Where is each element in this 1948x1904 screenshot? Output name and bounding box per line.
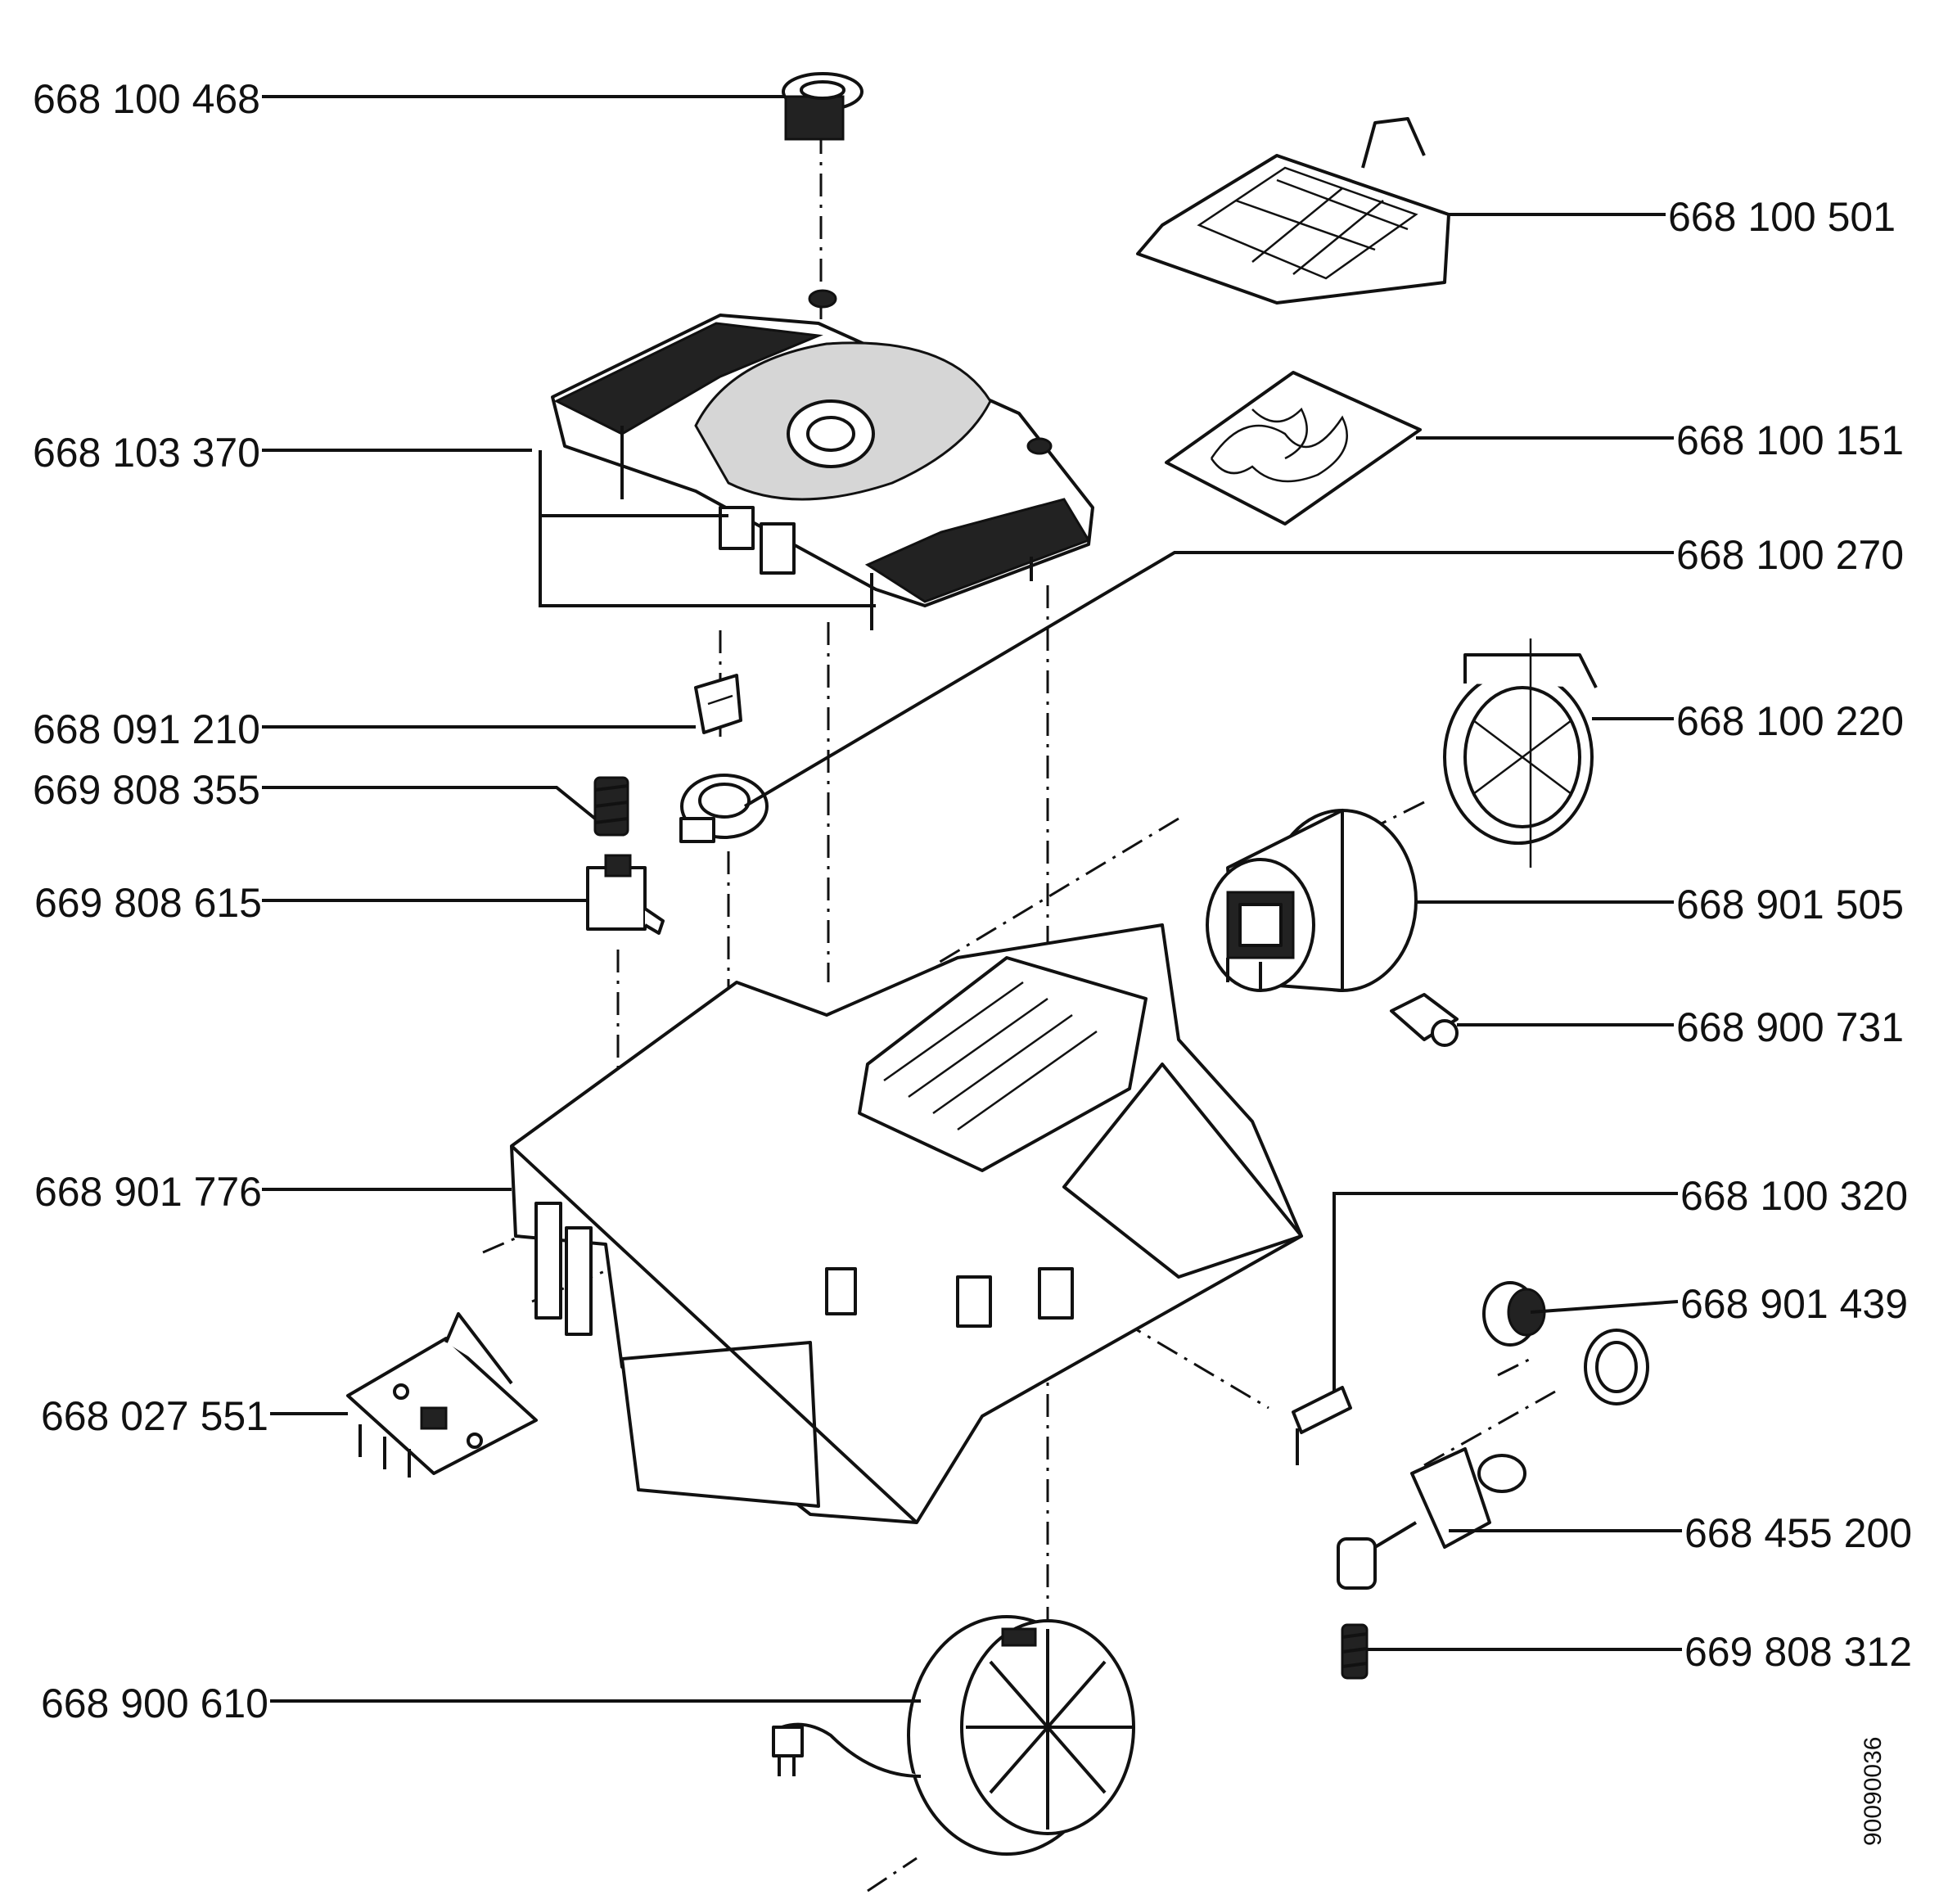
part-label-669-808-355: 669 808 355 [33, 767, 260, 813]
base-housing-part [510, 923, 1303, 1524]
clip-part [694, 674, 742, 734]
part-label-668-900-731: 668 900 731 [1676, 1004, 1904, 1050]
motor-cap-part [1443, 638, 1598, 868]
part-label-668-901-505: 668 901 505 [1676, 882, 1904, 927]
spring-small-part [1341, 1623, 1369, 1680]
part-label-668-455-200: 668 455 200 [1684, 1510, 1912, 1556]
drawing-reference-number: 90090036 [1860, 1737, 1887, 1846]
part-label-668-100-220: 668 100 220 [1676, 698, 1904, 744]
brush-part [1390, 993, 1459, 1047]
leader-lines [262, 95, 1682, 1703]
part-label-668-100-468: 668 100 468 [33, 76, 260, 122]
cable-reel-part [772, 1615, 1135, 1856]
part-label-668-901-776: 668 901 776 [34, 1169, 262, 1215]
filter-part [1136, 117, 1450, 305]
filter-pad-part [1165, 371, 1422, 526]
switch-part [586, 854, 665, 935]
part-labels: 668 100 468 668 103 370 668 091 210 669 … [33, 76, 1912, 1846]
spring-clip-part [1292, 1386, 1352, 1465]
part-label-668-103-370: 668 103 370 [33, 430, 260, 476]
part-label-668-100-270: 668 100 270 [1676, 532, 1904, 578]
circuit-board-part [346, 1312, 538, 1478]
knob-part [782, 72, 864, 141]
part-label-668-901-439: 668 901 439 [1680, 1281, 1908, 1327]
part-label-669-808-615: 669 808 615 [34, 880, 262, 926]
part-label-668-100-151: 668 100 151 [1676, 417, 1904, 463]
motor-part [1206, 809, 1418, 992]
part-label-668-027-551: 668 027 551 [41, 1393, 268, 1439]
part-label-668-100-501: 668 100 501 [1668, 194, 1896, 240]
part-label-668-900-610: 668 900 610 [41, 1681, 268, 1726]
ring-part [679, 774, 769, 843]
part-label-669-808-312: 669 808 312 [1684, 1629, 1912, 1675]
switch-assembly-part [1337, 1447, 1526, 1590]
part-label-668-100-320: 668 100 320 [1680, 1173, 1908, 1219]
wheel-part [1482, 1281, 1649, 1405]
cover-part [551, 289, 1094, 630]
spring-part [593, 776, 629, 837]
part-label-668-091-210: 668 091 210 [33, 706, 260, 752]
